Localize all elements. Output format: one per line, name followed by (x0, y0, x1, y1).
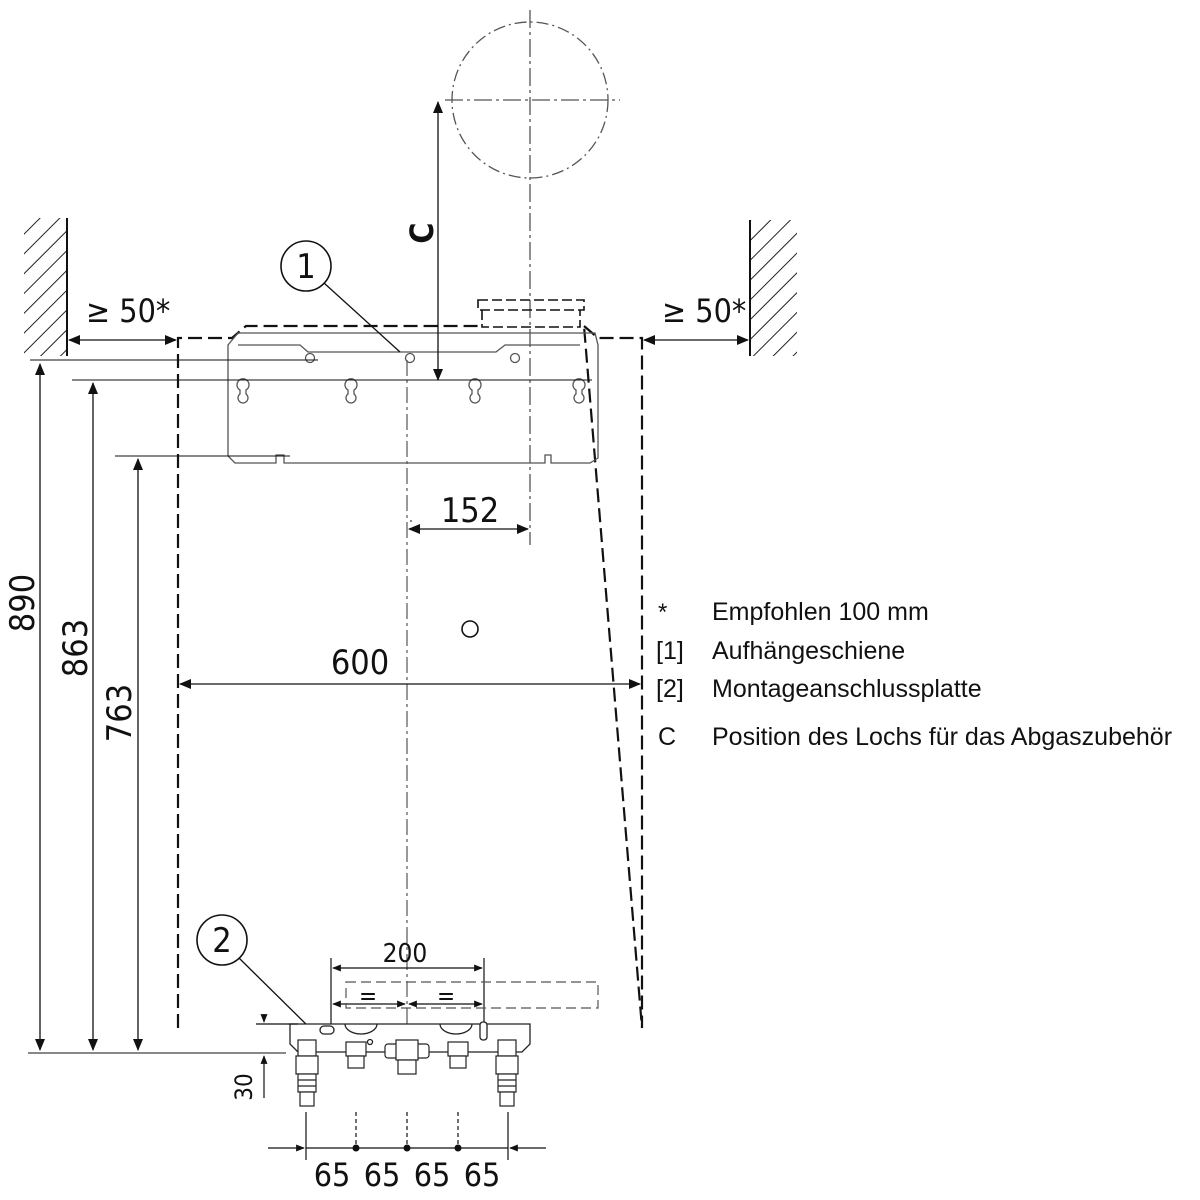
fitting-4 (447, 1041, 469, 1069)
legend-text-1: Empfohlen 100 mm (712, 598, 929, 626)
legend-key-1: * (658, 599, 667, 626)
dim-863-label: 863 (56, 619, 96, 677)
dim-600-label: 600 (331, 643, 389, 683)
equal-left-label: = (359, 982, 377, 1010)
flue-adapter (477, 299, 585, 328)
svg-text:2: 2 (212, 921, 231, 961)
right-wall (749, 220, 797, 356)
legend-text-3: Montageanschlussplatte (712, 675, 982, 703)
dim-890-label: 890 (3, 574, 43, 632)
dim-152-label: 152 (441, 491, 499, 531)
dim-65-chain (268, 1112, 546, 1160)
dim-30 (256, 1014, 298, 1098)
plate-dimensions (330, 958, 485, 1028)
legend-key-2: [1] (656, 637, 684, 665)
legend: * Empfohlen 100 mm [1] Aufhängeschiene [… (656, 598, 1172, 751)
svg-text:1: 1 (296, 247, 315, 287)
fitting-1 (295, 1039, 319, 1107)
dim-30-label: 30 (230, 1073, 258, 1100)
legend-text-4: Position des Lochs für das Abgaszubehör (712, 723, 1172, 751)
legend-text-2: Aufhängeschiene (712, 637, 905, 665)
callout-1: 1 (280, 240, 401, 353)
inspection-hole (461, 620, 479, 638)
dim-flue-c-label: C (403, 222, 441, 243)
legend-key-3: [2] (656, 675, 684, 703)
dim-65-label-4: 65 (464, 1156, 501, 1194)
dim-65-label-2: 65 (364, 1156, 401, 1194)
callout-2: 2 (196, 914, 313, 1031)
dim-wall-right-label: ≥ 50* (662, 292, 746, 330)
mounting-rail (227, 332, 599, 464)
dim-65-dots (352, 1144, 462, 1152)
fitting-5 (495, 1039, 519, 1107)
appliance-outline (176, 323, 644, 1029)
dim-wall-left-label: ≥ 50* (86, 292, 170, 330)
fitting-3 (384, 1039, 430, 1075)
fitting-2 (345, 1041, 367, 1069)
equal-right-label: = (437, 982, 455, 1010)
flue-position-circle (445, 10, 620, 545)
dim-65-label-3: 65 (414, 1156, 451, 1194)
connection-plate-outline (345, 981, 599, 1009)
dim-65-label-1: 65 (314, 1156, 351, 1194)
legend-key-4: C (658, 723, 676, 751)
dim-200-label: 200 (383, 939, 428, 969)
left-wall (24, 218, 68, 356)
dim-763-label: 763 (100, 684, 140, 742)
extension-lines (28, 359, 592, 1054)
